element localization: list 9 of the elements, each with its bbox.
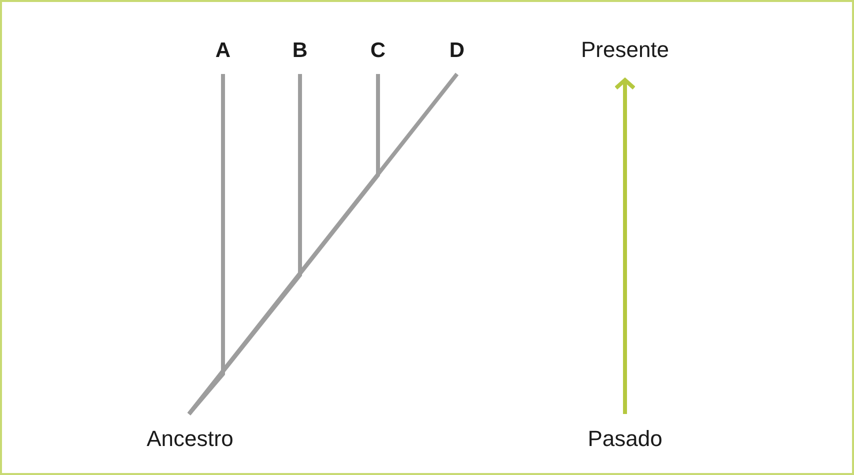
branch-line xyxy=(187,72,459,416)
node-label: Presente xyxy=(580,38,670,62)
taxon-label: D xyxy=(449,39,465,62)
taxon-label: A xyxy=(215,39,231,62)
arrow xyxy=(614,78,636,414)
node-label: Ancestro xyxy=(146,427,234,452)
node-label: Pasado xyxy=(588,427,662,452)
taxon-label: B xyxy=(292,39,308,62)
taxon-label: C xyxy=(370,39,386,62)
